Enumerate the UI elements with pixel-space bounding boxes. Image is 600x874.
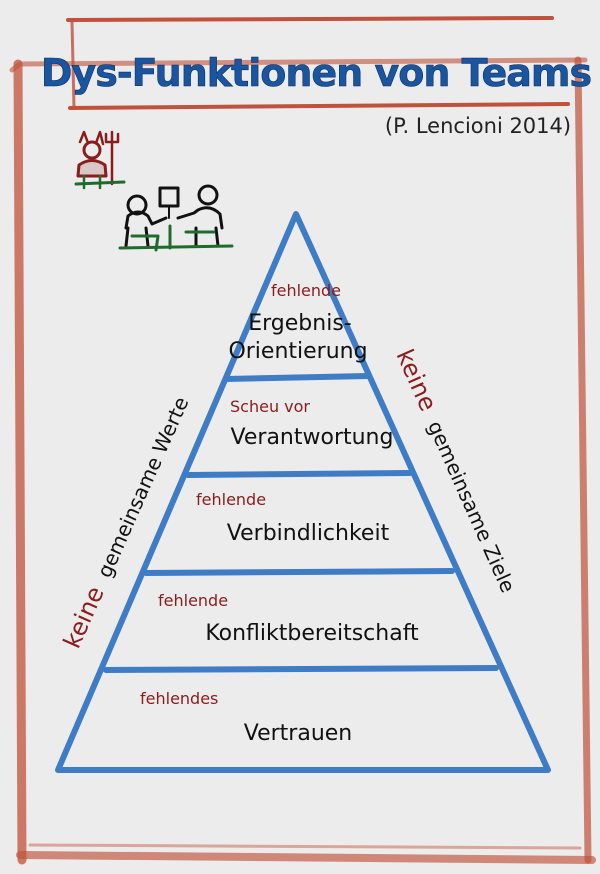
devil-figure-icon <box>74 130 126 190</box>
red-frame <box>9 56 596 865</box>
level-qualifier: fehlende <box>158 591 228 610</box>
level-qualifier: fehlendes <box>140 689 218 708</box>
pyramid-level-1: fehlende Ergebnis- Orientierung <box>228 281 367 364</box>
pyramid-divider-1 <box>223 373 371 382</box>
level-qualifier: fehlende <box>196 490 266 509</box>
pyramid-divider-2 <box>185 470 413 478</box>
two-people-meeting-icon <box>118 184 234 252</box>
citation: (P. Lencioni 2014) <box>385 114 571 138</box>
title-frame <box>66 16 570 110</box>
pyramid <box>55 211 551 773</box>
level-label: Konfliktbereitschaft <box>205 621 419 646</box>
level-label: Ergebnis- <box>248 311 351 336</box>
level-qualifier: fehlende <box>271 281 341 300</box>
pyramid-level-3: fehlende Verbindlichkeit <box>196 490 390 546</box>
page-title: Dys-Funktionen von Teams <box>41 51 591 95</box>
level-qualifier: Scheu vor <box>230 397 310 416</box>
pyramid-level-4: fehlende Konfliktbereitschaft <box>158 591 419 646</box>
pyramid-level-5: fehlendes Vertrauen <box>140 689 352 746</box>
level-label: Verantwortung <box>231 425 394 450</box>
right-side-red: keine <box>391 345 443 415</box>
pyramid-level-2: Scheu vor Verantwortung <box>230 397 393 450</box>
pyramid-outline <box>55 211 551 773</box>
left-side-red: keine <box>58 582 110 652</box>
pyramid-divider-4 <box>103 665 499 673</box>
level-label: Verbindlichkeit <box>227 521 390 546</box>
level-label: Vertrauen <box>244 721 353 746</box>
level-label: Orientierung <box>228 339 367 364</box>
pyramid-divider-3 <box>143 568 455 576</box>
